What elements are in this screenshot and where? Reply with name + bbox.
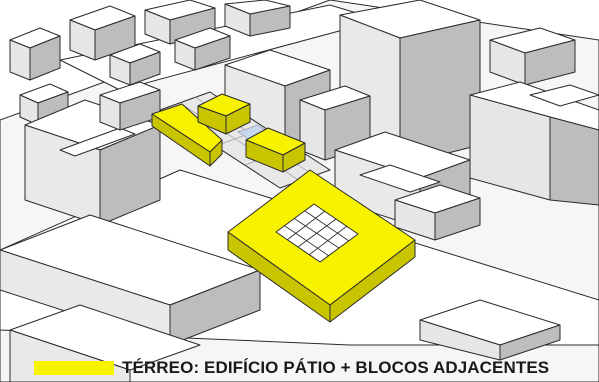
foreground-blocks-south: [9, 299, 561, 382]
background-blocks-east: [469, 27, 599, 206]
highlighted-ground-floor: [151, 93, 416, 323]
legend-label: TÉRREO: EDIFÍCIO PÁTIO + BLOCOS ADJACENT…: [122, 358, 550, 377]
legend: TÉRREO: EDIFÍCIO PÁTIO + BLOCOS ADJACENT…: [34, 357, 549, 379]
background-blocks-north: [9, 0, 291, 126]
left-building-cluster: [24, 81, 161, 226]
legend-swatch: [34, 361, 114, 375]
right-residential-blocks: [334, 131, 481, 241]
